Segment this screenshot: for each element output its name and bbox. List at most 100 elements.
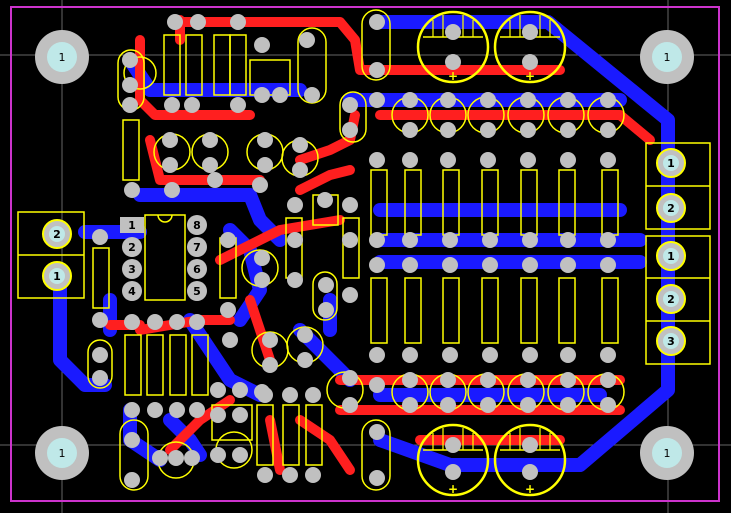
through-hole-pad <box>482 257 498 273</box>
bottom-copper-layer <box>53 15 675 472</box>
through-hole-pad <box>342 287 358 303</box>
connector-pin-label: 3 <box>667 335 675 348</box>
through-hole-pad <box>342 397 358 413</box>
through-hole-pad <box>190 14 206 30</box>
through-hole-pad <box>369 62 385 78</box>
through-hole-pad <box>560 152 576 168</box>
through-hole-pad <box>560 397 576 413</box>
through-hole-pad <box>402 92 418 108</box>
through-hole-pad <box>480 122 496 138</box>
through-hole-pad <box>369 377 385 393</box>
through-hole-pad <box>297 327 313 343</box>
through-hole-pad <box>122 97 138 113</box>
through-hole-pad <box>147 402 163 418</box>
through-hole-pad <box>369 14 385 30</box>
connector-pin-label: 2 <box>53 228 61 241</box>
through-hole-pad <box>147 314 163 330</box>
through-hole-pad <box>262 332 278 348</box>
through-hole-pad <box>230 97 246 113</box>
connector-pin-label: 2 <box>667 293 675 306</box>
through-hole-pad <box>442 257 458 273</box>
through-hole-pad <box>600 372 616 388</box>
through-hole-pad <box>232 382 248 398</box>
through-hole-pad <box>480 92 496 108</box>
through-hole-pad <box>482 347 498 363</box>
through-hole-pad <box>164 182 180 198</box>
through-hole-pad <box>440 397 456 413</box>
through-hole-pad <box>257 387 273 403</box>
silkscreen-layer <box>17 9 711 491</box>
through-hole-pad <box>287 232 303 248</box>
through-hole-pad <box>122 52 138 68</box>
through-hole-pad <box>342 97 358 113</box>
connector-right-top: 1 2 <box>656 148 686 223</box>
through-hole-pad <box>369 470 385 486</box>
through-hole-pad <box>92 229 108 245</box>
through-hole-pad <box>560 372 576 388</box>
through-hole-pad <box>282 387 298 403</box>
ic-pin-label: 3 <box>128 263 136 276</box>
mounting-hole-label: 1 <box>59 447 66 460</box>
through-hole-pad <box>169 402 185 418</box>
ic-pin-8-pad <box>187 215 207 235</box>
through-hole-pad <box>369 257 385 273</box>
ic-pins: 1 2 3 4 5 6 7 8 <box>120 215 207 301</box>
through-hole-pad <box>402 152 418 168</box>
through-hole-pad <box>402 122 418 138</box>
through-hole-pad <box>207 172 223 188</box>
through-hole-pad <box>520 372 536 388</box>
mounting-hole-icon: 1 <box>640 426 694 480</box>
through-hole-pad <box>304 87 320 103</box>
polarity-mark: + <box>525 482 535 496</box>
mounting-hole-label: 1 <box>664 51 671 64</box>
polarity-mark: + <box>525 69 535 83</box>
through-hole-pad <box>445 464 461 480</box>
through-hole-pad <box>318 302 334 318</box>
mounting-hole-label: 1 <box>664 447 671 460</box>
connector-left: 2 1 <box>42 219 72 291</box>
through-hole-pad <box>202 157 218 173</box>
mounting-hole-icon: 1 <box>35 426 89 480</box>
top-copper-layer <box>105 15 655 475</box>
connector-right-bottom: 1 2 3 <box>656 241 686 356</box>
ic-pin-6-pad <box>187 259 207 279</box>
connector-pin-label: 2 <box>667 202 675 215</box>
ic-pin-label: 7 <box>193 241 201 254</box>
through-hole-pad <box>297 352 313 368</box>
through-hole-pad <box>522 54 538 70</box>
through-hole-pad <box>92 370 108 386</box>
through-hole-pad <box>232 447 248 463</box>
through-hole-pad <box>600 397 616 413</box>
through-hole-pad <box>560 122 576 138</box>
mounting-holes: 1 1 1 1 <box>35 30 694 480</box>
through-hole-pad <box>162 157 178 173</box>
mounting-hole-icon: 1 <box>640 30 694 84</box>
through-hole-pad <box>600 232 616 248</box>
ic-pin-label: 8 <box>193 219 201 232</box>
through-hole-pad <box>369 232 385 248</box>
connector-pin-label: 1 <box>667 157 675 170</box>
through-hole-pad <box>522 24 538 40</box>
through-hole-pad <box>124 432 140 448</box>
through-hole-pad <box>122 77 138 93</box>
through-hole-pad <box>560 232 576 248</box>
ic-pin-3-pad <box>122 259 142 279</box>
mounting-hole-label: 1 <box>59 51 66 64</box>
through-hole-pad <box>520 92 536 108</box>
through-hole-pad <box>317 192 333 208</box>
through-hole-pad <box>220 302 236 318</box>
through-hole-pad <box>305 387 321 403</box>
through-hole-pad <box>124 314 140 330</box>
through-hole-pad <box>162 132 178 148</box>
ic-pin-label: 5 <box>193 285 201 298</box>
through-hole-pad <box>299 32 315 48</box>
through-hole-pad <box>440 372 456 388</box>
ic-pin-1-pad <box>120 217 144 233</box>
ic-pin-2-pad <box>122 237 142 257</box>
through-hole-pad <box>600 92 616 108</box>
through-hole-pad <box>445 437 461 453</box>
through-hole-pad <box>480 372 496 388</box>
through-hole-pad <box>369 92 385 108</box>
ic-outline <box>144 214 186 301</box>
through-hole-pad <box>342 370 358 386</box>
